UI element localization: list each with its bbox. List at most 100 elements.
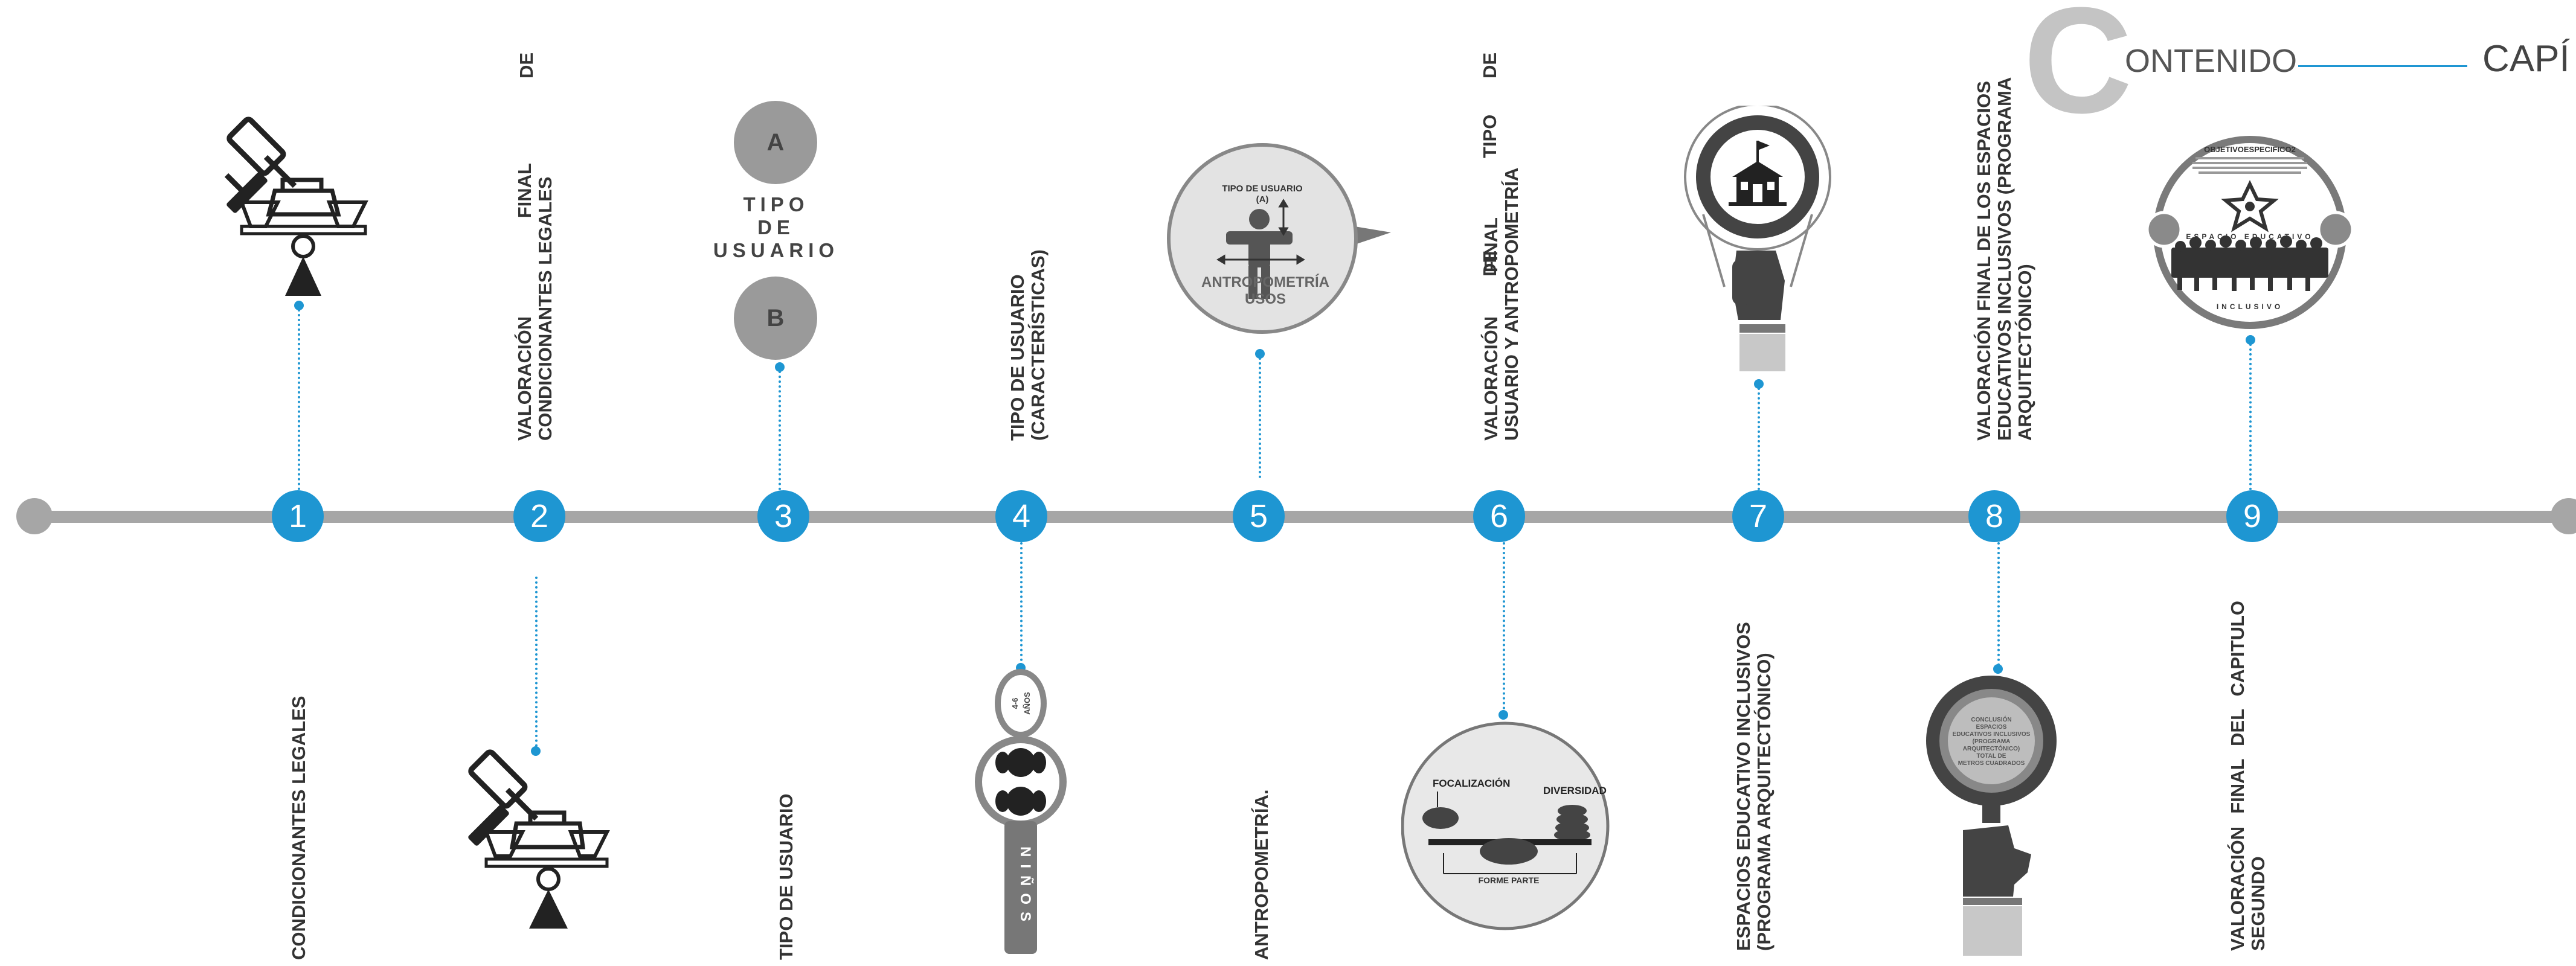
connector-line-2 (535, 577, 538, 752)
timeline-node-8[interactable]: 8 (1968, 490, 2020, 542)
label-7-espacios: ESPACIOS EDUCATIVO INCLUSIVOS (PROGRAMA … (1733, 622, 1775, 951)
timeline-start-cap (16, 498, 53, 534)
connector-line-5 (1259, 357, 1261, 478)
chapter-header: C ONTENIDO CAPÍ (2023, 0, 2576, 144)
header-title: ONTENIDO (2125, 43, 2298, 79)
label-6-word-tipo: TIPO (1479, 114, 1500, 158)
balance-icon: FOCALIZACIÓN DIVERSIDAD FORME PARTE (1401, 721, 1610, 930)
label-2-de-word: DE (516, 52, 537, 78)
connector-line-4 (1020, 542, 1023, 666)
timeline-node-1[interactable]: 1 (272, 490, 324, 542)
label-6-valoracion: VALORACIÓN FINAL USUARIO Y ANTROPOMETRÍA (1480, 167, 1522, 441)
label-7-line-1: ESPACIOS EDUCATIVO INCLUSIVOS (1733, 622, 1754, 951)
label-1-line: CONDICIONANTES LEGALES (288, 696, 309, 960)
timeline-node-4[interactable]: 4 (995, 490, 1047, 542)
label-9-line-1: VALORACIÓN FINAL DEL CAPITULO (2227, 601, 2248, 951)
connector-dot-8 (1993, 664, 2003, 674)
magnifier-text-3: EDUCATIVOS INCLUSIVOS (1953, 731, 2031, 738)
connector-line-3 (779, 371, 781, 490)
label-9-capitulo: VALORACIÓN FINAL DEL CAPITULO SEGUNDO (2227, 601, 2269, 951)
label-3-line: TIPO DE USUARIO (776, 793, 797, 960)
header-rule (2298, 65, 2467, 67)
magnifier-school-icon (1684, 106, 1831, 371)
user-type-caption-2: DE (757, 216, 795, 238)
timeline-node-5[interactable]: 5 (1233, 490, 1285, 542)
children-age-2: AÑOS (1023, 692, 1032, 715)
timeline-line (36, 511, 2576, 523)
connector-dot-7 (1754, 379, 1764, 389)
people-crowd-icon (2171, 235, 2328, 291)
children-age-1: 4-6 (1010, 698, 1020, 709)
objective-ring-bottom: INCLUSIVO (2217, 302, 2283, 311)
magnifier-conclusion-icon: CONCLUSIÓN ESPACIOS EDUCATIVOS INCLUSIVO… (1926, 676, 2057, 956)
anthropometry-top-1: TIPO DE USUARIO (1222, 184, 1303, 194)
anthropometry-top-2: (A) (1256, 194, 1269, 205)
connector-line-6 (1503, 542, 1505, 714)
connector-line-1 (298, 309, 300, 490)
balance-right-label: DIVERSIDAD (1543, 785, 1607, 796)
connector-dot-2 (531, 746, 541, 756)
label-8-line-3: ARQUITECTÓNICO) (2014, 264, 2035, 441)
label-3-tipo-usuario: TIPO DE USUARIO (776, 793, 797, 960)
magnifier-text-4: (PROGRAMA (1973, 738, 2011, 745)
label-2-valoracion: VALORACIÓN FINAL CONDICIONANTES LEGALES (514, 163, 556, 441)
anthropometry-bottom-2: USOS (1245, 291, 1286, 307)
label-8-valoracion-espacios: VALORACIÓN FINAL DE LOS ESPACIOS EDUCATI… (1973, 77, 2035, 441)
label-6-words: DE (1479, 52, 1500, 78)
connector-line-7 (1758, 388, 1760, 490)
connector-line-8 (1997, 542, 2000, 666)
children-icon: 4-6 AÑOS NIÑOS (975, 669, 1067, 954)
label-2-line-1: VALORACIÓN FINAL (514, 163, 535, 441)
magnifier-text-5: ARQUITECTÓNICO) (1963, 744, 2020, 752)
user-type-caption-3: USUARIO (713, 239, 840, 261)
inclusion-star-icon (2221, 180, 2279, 232)
label-2-de: DE (516, 53, 537, 78)
objective-title: OBJETIVOESPECIFICO2 (2204, 145, 2296, 154)
anthropometry-icon: TIPO DE USUARIO (A) ANTROPOMETRÍA USOS (1167, 143, 1391, 334)
user-type-b-icon: B (734, 277, 817, 360)
objective-ring-top: ESPACIO EDUCATIVO (2186, 232, 2313, 241)
school-icon (1729, 141, 1787, 206)
anthropometry-bottom-1: ANTROPOMETRÍA (1201, 273, 1329, 290)
label-7-line-2: (PROGRAMA ARQUITECTÓNICO) (1753, 653, 1775, 951)
timeline-node-9[interactable]: 9 (2226, 490, 2278, 542)
objective-icon: OBJETIVOESPECIFICO2 ESPACIO EDUCATIVO IN… (2147, 136, 2353, 329)
label-8-line-2: EDUCATIVOS INCLUSIVOS (PROGRAMA (1994, 77, 2015, 441)
timeline-node-7[interactable]: 7 (1732, 490, 1784, 542)
magnifier-text-7: METROS CUADRADOS (1958, 760, 2025, 767)
children-word: NIÑOS (1017, 846, 1034, 929)
user-type-a-icon: A (734, 101, 817, 184)
gavel-scale-icon (224, 117, 368, 296)
label-5-line: ANTROPOMETRÍA. (1251, 789, 1272, 960)
magnifier-text-1: CONCLUSIÓN (1971, 715, 2011, 723)
header-chapter: CAPÍ (2482, 38, 2570, 80)
label-1-condicionantes: CONDICIONANTES LEGALES (288, 696, 309, 960)
timeline-node-3[interactable]: 3 (757, 490, 809, 542)
user-type-caption: TIPO DE USUARIO (713, 193, 840, 262)
timeline-node-2[interactable]: 2 (513, 490, 565, 542)
header-big-letter: C (2023, 0, 2133, 144)
connector-dot-3 (775, 362, 785, 372)
balance-bottom-label: FORME PARTE (1479, 875, 1540, 885)
connector-dot-1 (294, 301, 304, 310)
label-6-word-de: DE (1479, 52, 1500, 78)
label-4-line-1: TIPO DE USUARIO (1007, 274, 1028, 441)
label-4-caracteristicas: TIPO DE USUARIO (CARACTERÍSTICAS) (1007, 249, 1049, 441)
connector-dot-6 (1498, 710, 1508, 720)
label-6-line-2: USUARIO Y ANTROPOMETRÍA (1501, 167, 1522, 441)
magnifier-text-6: TOTAL DE (1977, 753, 2006, 760)
label-6-word-tipo-wrap: TIPO (1479, 114, 1500, 158)
connector-dot-5 (1255, 349, 1265, 359)
timeline-node-6[interactable]: 6 (1473, 490, 1525, 542)
label-4-line-2: (CARACTERÍSTICAS) (1027, 249, 1049, 441)
gavel-scale-icon-2 (468, 749, 610, 929)
balance-left-label: FOCALIZACIÓN (1433, 778, 1510, 789)
label-6-line-1: VALORACIÓN FINAL (1480, 217, 1502, 441)
connector-line-9 (2249, 344, 2252, 490)
magnifier-text-2: ESPACIOS (1976, 724, 2007, 731)
timeline-end-cap (2551, 498, 2576, 534)
label-9-line-2: SEGUNDO (2247, 856, 2269, 951)
label-2-line-2: CONDICIONANTES LEGALES (535, 176, 556, 441)
user-type-caption-1: TIPO (743, 193, 809, 216)
label-5-antropometria: ANTROPOMETRÍA. (1251, 790, 1272, 960)
